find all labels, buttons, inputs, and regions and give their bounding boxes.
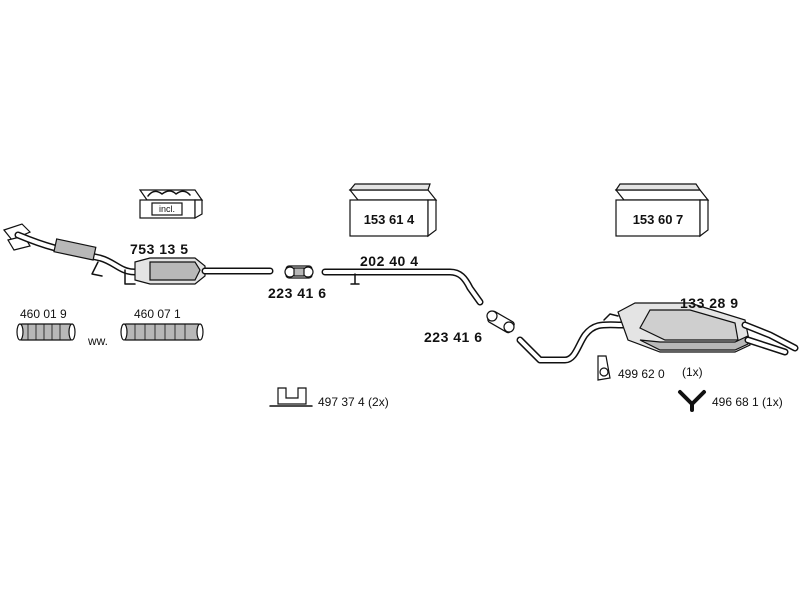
clamp-front-icon [284, 265, 314, 279]
flex-pipe-b-icon [120, 323, 204, 341]
clamp-rear-icon [486, 310, 515, 334]
front-pipe-catalyst-icon [2, 223, 274, 285]
mounting-kit-2-label: 153 60 7 [632, 212, 684, 227]
incl-box-label: incl. [158, 204, 175, 214]
clamp-front-label: 223 41 6 [268, 285, 327, 301]
y-hanger-icon [678, 390, 706, 412]
front-pipe-catalyst-label: 753 13 5 [130, 241, 189, 257]
rubber-hanger-qty: (1x) [682, 365, 703, 379]
mounting-kit-1-label: 153 61 4 [363, 212, 415, 227]
y-hanger-label: 496 68 1 (1x) [712, 395, 783, 409]
alternative-marker: ww. [88, 334, 109, 348]
mounting-bracket-icon [269, 387, 313, 407]
flex-pipe-a-icon [16, 323, 76, 341]
mounting-kit-box-2-icon [614, 183, 710, 238]
middle-pipe-icon [321, 268, 484, 306]
flex-pipe-a-label: 460 01 9 [20, 307, 67, 321]
clamp-rear-label: 223 41 6 [424, 329, 483, 345]
rubber-hanger-icon [597, 355, 611, 381]
rubber-hanger-label: 499 62 0 [618, 367, 665, 381]
flex-pipe-b-label: 460 07 1 [134, 307, 181, 321]
middle-pipe-label: 202 40 4 [360, 253, 419, 269]
incl-box-icon [138, 189, 204, 220]
rear-silencer-label: 133 28 9 [680, 295, 739, 311]
mounting-bracket-label: 497 37 4 (2x) [318, 395, 389, 409]
rear-silencer-icon [516, 302, 799, 364]
mounting-kit-box-1-icon [348, 183, 438, 238]
